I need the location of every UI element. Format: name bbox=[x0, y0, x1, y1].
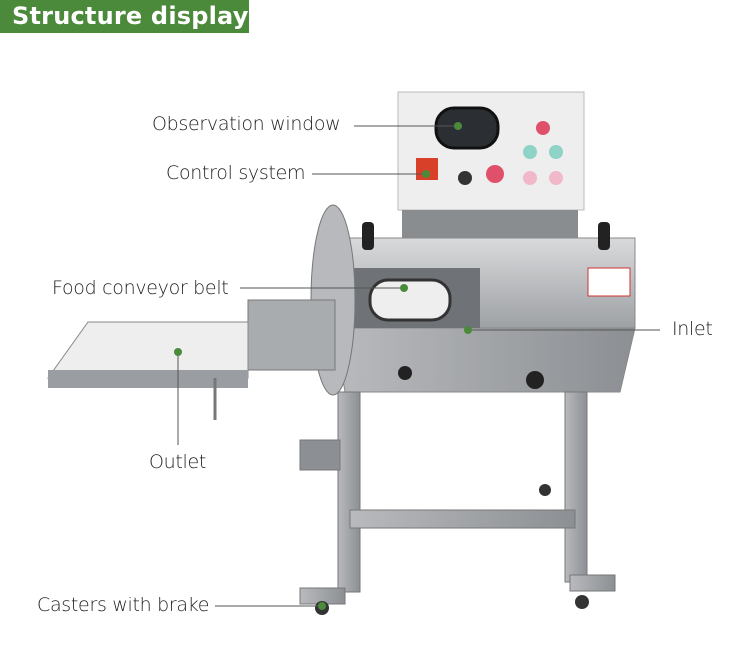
label-conveyor-belt: Food conveyor belt bbox=[52, 277, 229, 299]
outlet-housing bbox=[247, 299, 336, 371]
section-header: Structure display bbox=[0, 0, 249, 33]
label-outlet: Outlet bbox=[149, 451, 207, 473]
control-box bbox=[397, 91, 585, 238]
machine-body bbox=[334, 222, 636, 393]
leader-dots bbox=[174, 122, 472, 610]
label-observation-window: Observation window bbox=[152, 113, 341, 135]
leader-lines bbox=[177, 125, 660, 607]
label-inlet: Inlet bbox=[672, 318, 713, 340]
outlet-conveyor bbox=[47, 321, 249, 420]
machine-frame bbox=[299, 391, 616, 605]
label-casters: Casters with brake bbox=[37, 594, 210, 616]
label-control-system: Control system bbox=[166, 162, 306, 184]
